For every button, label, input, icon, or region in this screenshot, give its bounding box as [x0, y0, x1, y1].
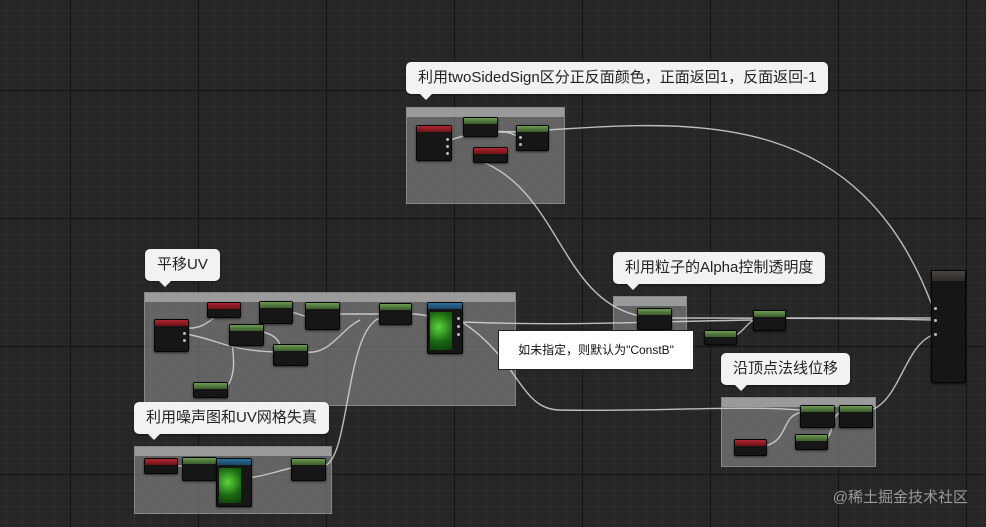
alpha-multiply-node[interactable] — [753, 310, 786, 331]
comment-vertex-offset[interactable]: 沿顶点法线位移 — [721, 353, 851, 391]
pin-tooltip: 如未指定，则默认为"ConstB" — [498, 330, 694, 370]
offset-scalar-node[interactable] — [795, 434, 828, 450]
particle-color-node[interactable] — [637, 308, 672, 330]
input-pin[interactable] — [934, 319, 937, 322]
noise-texture-node[interactable] — [216, 458, 252, 507]
uv-add-node[interactable] — [379, 303, 412, 325]
append-node[interactable] — [273, 344, 308, 366]
output-pin[interactable] — [457, 333, 460, 336]
noise-panner-node[interactable] — [182, 457, 217, 481]
constant-node[interactable] — [193, 382, 228, 398]
output-pin[interactable] — [446, 152, 449, 155]
watermark: @稀土掘金技术社区 — [832, 489, 968, 506]
output-pin[interactable] — [457, 325, 460, 328]
input-pin[interactable] — [934, 333, 937, 336]
output-pin[interactable] — [457, 317, 460, 320]
vertex-normal-node[interactable] — [800, 405, 835, 428]
offset-parameter-node[interactable] — [734, 439, 767, 456]
panner-speed-parameter-node[interactable] — [154, 319, 189, 352]
noise-speed-parameter-node[interactable] — [144, 458, 178, 474]
offset-multiply-node[interactable] — [839, 405, 873, 428]
time-parameter-node[interactable] — [207, 302, 241, 318]
noise-texture-preview — [219, 468, 241, 503]
comment-noise-uv[interactable]: 利用噪声图和UV网格失真 — [134, 402, 329, 440]
multiply-node[interactable] — [516, 125, 549, 151]
texture-preview — [430, 312, 452, 350]
add-node[interactable] — [305, 302, 340, 330]
comment-two-sided[interactable]: 利用twoSidedSign区分正反面颜色，正面返回1，反面返回-1 — [406, 62, 829, 100]
input-pin[interactable] — [519, 143, 522, 146]
output-pin[interactable] — [446, 145, 449, 148]
noise-multiply-node[interactable] — [291, 458, 326, 481]
texture-sample-node[interactable] — [427, 302, 463, 354]
texcoord-node[interactable] — [229, 324, 264, 346]
output-pin[interactable] — [183, 332, 186, 335]
color-parameter-node[interactable] — [473, 147, 508, 163]
output-pin[interactable] — [446, 138, 449, 141]
input-pin[interactable] — [519, 136, 522, 139]
two-sided-sign-node[interactable] — [416, 125, 452, 161]
input-pin[interactable] — [934, 307, 937, 310]
panner-node[interactable] — [259, 301, 293, 324]
comment-particle-alpha[interactable]: 利用粒子的Alpha控制透明度 — [613, 252, 826, 290]
lerp-node[interactable] — [463, 117, 498, 137]
opacity-constant-node[interactable] — [704, 330, 737, 345]
material-output-node[interactable] — [931, 270, 966, 383]
comment-pan-uv[interactable]: 平移UV — [145, 249, 220, 287]
output-pin[interactable] — [183, 339, 186, 342]
